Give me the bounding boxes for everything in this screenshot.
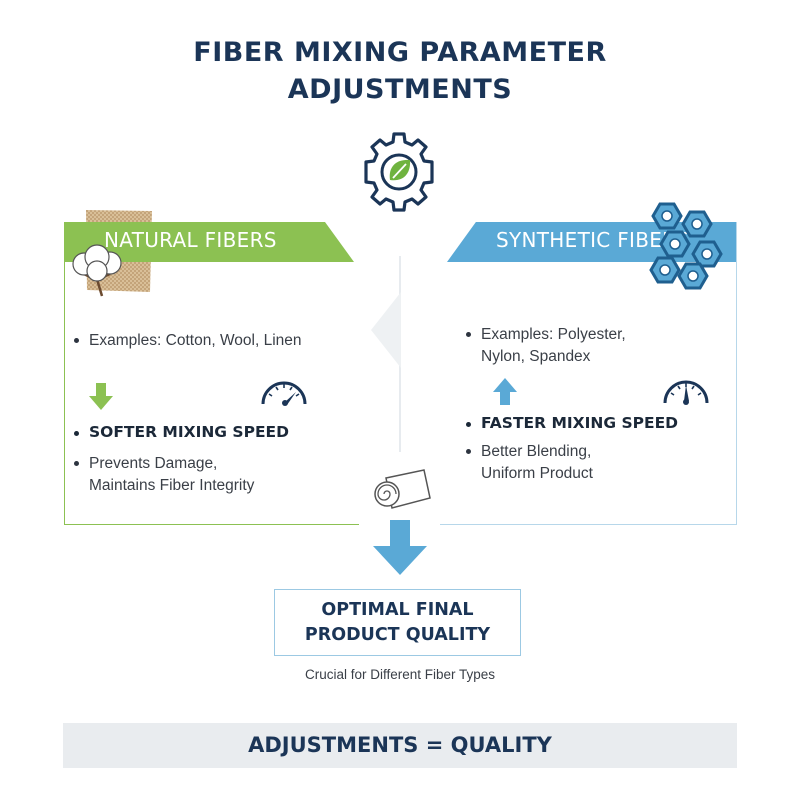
title-line-2: ADJUSTMENTS	[287, 74, 513, 105]
natural-examples: Examples: Cotton, Wool, Linen	[74, 332, 302, 349]
gauge-high-icon	[663, 380, 709, 405]
natural-heading: NATURAL FIBERS	[104, 228, 277, 252]
synthetic-examples-line-2: Nylon, Spandex	[481, 348, 591, 365]
synthetic-speed: FASTER MIXING SPEED	[465, 414, 679, 432]
synthetic-examples-line-1: Examples: Polyester,	[466, 326, 626, 343]
gear-leaf-icon	[364, 132, 434, 212]
center-pointer	[371, 292, 401, 368]
synthetic-heading: SYNTHETIC FIBERS	[496, 228, 690, 252]
natural-speed: SOFTER MIXING SPEED	[74, 423, 289, 441]
result-caption: Crucial for Different Fiber Types	[304, 667, 496, 682]
result-line-2: PRODUCT QUALITY	[304, 625, 491, 645]
footer-banner: ADJUSTMENTS = QUALITY	[63, 723, 737, 768]
result-box: OPTIMAL FINAL PRODUCT QUALITY	[274, 589, 521, 656]
natural-benefit-line-1: Prevents Damage,	[73, 455, 218, 472]
fabric-roll-icon	[374, 469, 431, 509]
synthetic-benefit-line-1: Better Blending,	[465, 443, 592, 460]
natural-benefit-line-2: Maintains Fiber Integrity	[89, 477, 255, 494]
chain-icon	[649, 202, 723, 290]
arrow-up-icon	[493, 378, 517, 405]
arrow-down-icon	[89, 383, 113, 410]
arrow-down-flow-icon	[373, 520, 427, 575]
result-line-1: OPTIMAL FINAL	[321, 600, 474, 620]
gauge-low-icon	[261, 381, 307, 406]
title-line-1: FIBER MIXING PARAMETER	[193, 37, 607, 68]
cotton-icon	[72, 244, 122, 297]
synthetic-benefit-line-2: Uniform Product	[481, 465, 593, 482]
page-title: FIBER MIXING PARAMETER ADJUSTMENTS	[0, 34, 800, 108]
